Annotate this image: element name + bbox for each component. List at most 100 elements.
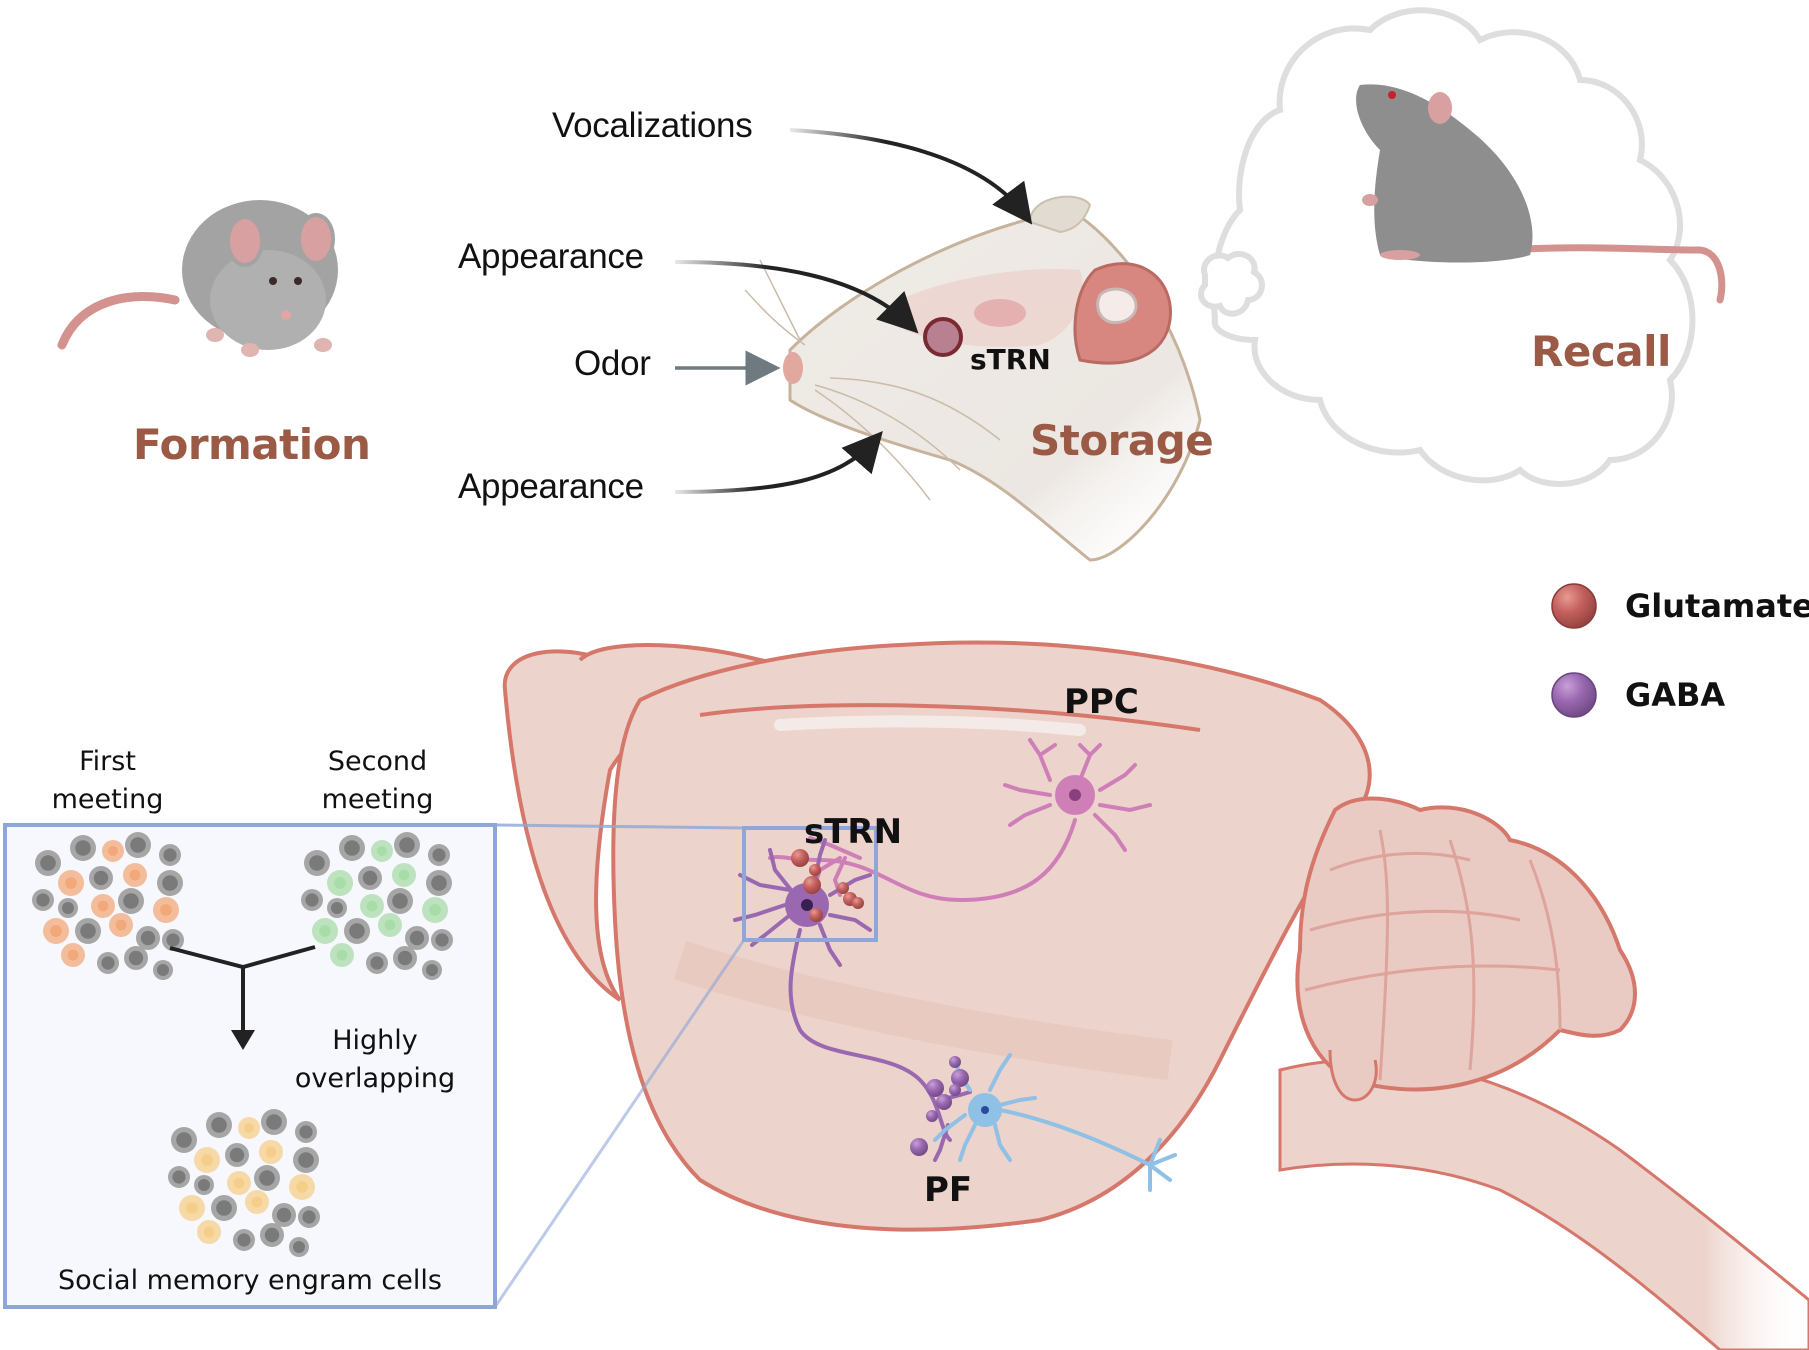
formation-label: Formation bbox=[133, 420, 371, 469]
unlabeled-cell-nucleus bbox=[198, 1179, 210, 1191]
inset-connector-bottom bbox=[493, 939, 746, 1308]
appearance-whisker-label: Appearance bbox=[458, 467, 644, 506]
second-meeting-line2: meeting bbox=[321, 784, 434, 815]
labeled-cell-nucleus bbox=[366, 900, 378, 912]
mouse-brain-illustration bbox=[502, 640, 1809, 1350]
unlabeled-cell-nucleus bbox=[172, 1170, 186, 1184]
unlabeled-cell-nucleus bbox=[266, 1114, 282, 1130]
head-strn-label: sTRN bbox=[970, 343, 1051, 376]
odor-label: Odor bbox=[574, 344, 651, 383]
first-meeting-label: First meeting bbox=[50, 743, 165, 819]
unlabeled-cell-nucleus bbox=[276, 1207, 292, 1223]
unlabeled-cell-nucleus bbox=[302, 1210, 316, 1224]
unlabeled-cell-nucleus bbox=[123, 893, 139, 909]
labeled-cell-nucleus bbox=[233, 1177, 245, 1189]
labeled-cell-nucleus bbox=[244, 1123, 254, 1133]
unlabeled-cell-nucleus bbox=[36, 893, 50, 907]
labeled-cell-nucleus bbox=[50, 925, 62, 937]
labeled-cell-nucleus bbox=[296, 1181, 308, 1193]
labeled-cell-nucleus bbox=[97, 900, 109, 912]
glutamate-legend-label: Glutamate bbox=[1625, 587, 1809, 625]
labeled-cell-nucleus bbox=[398, 869, 410, 881]
gaba-legend-label: GABA bbox=[1625, 676, 1726, 714]
glutamate-vesicle bbox=[852, 897, 864, 909]
unlabeled-cell-nucleus bbox=[101, 956, 115, 970]
labeled-cell-nucleus bbox=[429, 904, 441, 916]
glutamate-vesicle bbox=[809, 908, 823, 922]
engram-caption: Social memory engram cells bbox=[58, 1265, 442, 1296]
unlabeled-cell-nucleus bbox=[62, 902, 74, 914]
glutamate-vesicle bbox=[809, 864, 821, 876]
labeled-cell-nucleus bbox=[319, 925, 331, 937]
engram-inset-panel bbox=[3, 823, 497, 1309]
spinal-cord bbox=[1278, 1058, 1809, 1350]
appearance-eye-arrow bbox=[674, 260, 919, 334]
unlabeled-cell-nucleus bbox=[40, 855, 56, 871]
labeled-cell-nucleus bbox=[251, 1196, 263, 1208]
labeled-cell-nucleus bbox=[203, 1226, 215, 1238]
cerebellum bbox=[1295, 796, 1637, 1092]
unlabeled-cell-nucleus bbox=[157, 964, 169, 976]
unlabeled-cell-nucleus bbox=[299, 1125, 313, 1139]
recall-label: Recall bbox=[1531, 327, 1671, 376]
appearance-eye-label: Appearance bbox=[458, 237, 644, 276]
unlabeled-cell-nucleus bbox=[344, 840, 360, 856]
labeled-cell-nucleus bbox=[336, 949, 348, 961]
labeled-cell-nucleus bbox=[129, 869, 141, 881]
second-meeting-cell-cluster bbox=[301, 832, 453, 980]
unlabeled-cell-nucleus bbox=[80, 923, 96, 939]
pf-neuron bbox=[933, 1053, 1177, 1192]
second-meeting-label: Second meeting bbox=[305, 743, 450, 819]
labeled-cell-nucleus bbox=[65, 877, 77, 889]
unlabeled-cell-nucleus bbox=[409, 930, 425, 946]
unlabeled-cell-nucleus bbox=[399, 837, 415, 853]
ppc-region-label: PPC bbox=[1064, 682, 1139, 722]
unlabeled-cell-nucleus bbox=[128, 950, 144, 966]
vocalizations-label: Vocalizations bbox=[552, 106, 753, 145]
gaba-vesicle bbox=[936, 1094, 952, 1110]
unlabeled-cell-nucleus bbox=[293, 1241, 305, 1253]
gaba-vesicle bbox=[951, 1069, 969, 1087]
labeled-cell-nucleus bbox=[334, 877, 346, 889]
second-meeting-line1: Second bbox=[327, 746, 428, 777]
glutamate-vesicle bbox=[791, 849, 809, 867]
strn-zoom-box bbox=[742, 826, 878, 942]
labeled-cell-nucleus bbox=[67, 949, 79, 961]
labeled-cell-nucleus bbox=[377, 846, 387, 856]
engram-cell-cluster bbox=[168, 1109, 320, 1257]
pf-region-label: PF bbox=[924, 1170, 973, 1210]
appearance-whisker-arrow bbox=[674, 430, 883, 494]
labeled-cell-nucleus bbox=[160, 904, 172, 916]
formation-mouse-icon bbox=[57, 200, 338, 357]
first-meeting-line2: meeting bbox=[51, 784, 164, 815]
unlabeled-cell-nucleus bbox=[397, 950, 413, 966]
unlabeled-cell-nucleus bbox=[435, 933, 449, 947]
unlabeled-cell-nucleus bbox=[264, 1227, 280, 1243]
recall-mouse-icon bbox=[1356, 84, 1726, 304]
cerebrum bbox=[611, 640, 1372, 1232]
unlabeled-cell-nucleus bbox=[349, 923, 365, 939]
gaba-vesicles bbox=[910, 1056, 969, 1156]
highly-overlapping-label: Highly overlapping bbox=[290, 1022, 460, 1098]
unlabeled-cell-nucleus bbox=[75, 840, 91, 856]
unlabeled-cell-nucleus bbox=[362, 870, 378, 886]
unlabeled-cell-nucleus bbox=[432, 848, 446, 862]
unlabeled-cell-nucleus bbox=[211, 1117, 227, 1133]
unlabeled-cell-nucleus bbox=[237, 1233, 251, 1247]
storage-mouse-head-icon bbox=[744, 195, 1202, 562]
ppc-neuron bbox=[768, 738, 1152, 903]
labeled-cell-nucleus bbox=[384, 919, 396, 931]
unlabeled-cell-nucleus bbox=[130, 837, 146, 853]
unlabeled-cell-nucleus bbox=[392, 893, 408, 909]
unlabeled-cell-nucleus bbox=[305, 893, 319, 907]
gaba-vesicle bbox=[926, 1110, 938, 1122]
unlabeled-cell-nucleus bbox=[309, 855, 325, 871]
sensory-input-arrows bbox=[674, 128, 1033, 494]
gaba-vesicle bbox=[949, 1056, 961, 1068]
labeled-cell-nucleus bbox=[201, 1154, 213, 1166]
labeled-cell-nucleus bbox=[186, 1202, 198, 1214]
glutamate-legend-icon bbox=[1551, 583, 1597, 629]
unlabeled-cell-nucleus bbox=[162, 875, 178, 891]
gaba-legend-icon bbox=[1551, 672, 1597, 718]
